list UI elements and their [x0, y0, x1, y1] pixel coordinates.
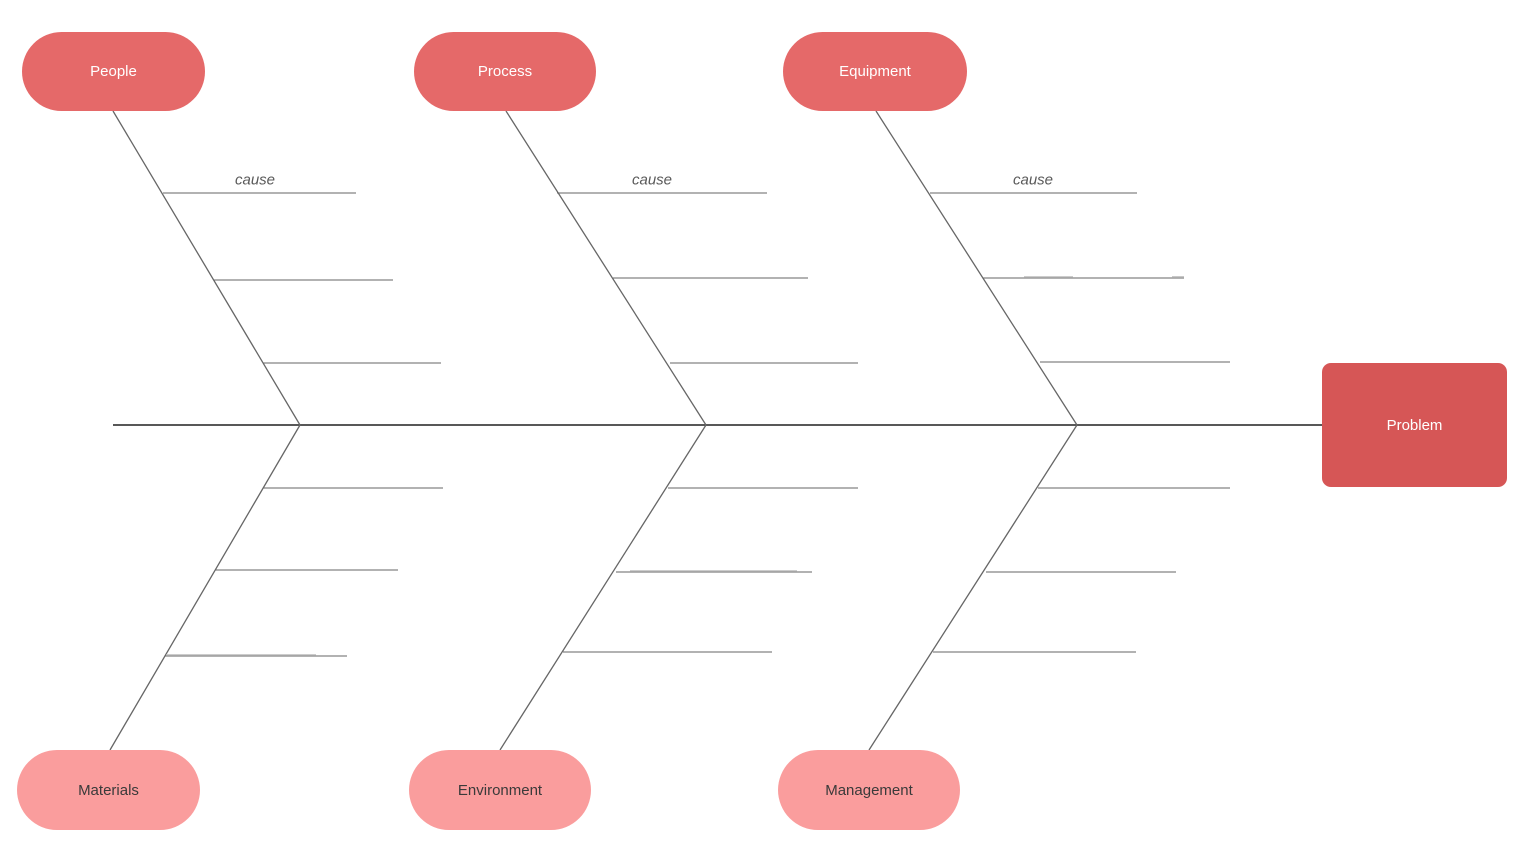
category-process[interactable]: Process: [414, 32, 596, 111]
category-environment[interactable]: Environment: [409, 750, 591, 830]
category-people[interactable]: People: [22, 32, 205, 111]
branch-line-process: [505, 110, 707, 426]
category-equipment[interactable]: Equipment: [783, 32, 967, 111]
cause-placeholder-people[interactable]: cause: [234, 171, 276, 189]
category-materials[interactable]: Materials: [17, 750, 200, 830]
category-label: Process: [477, 63, 533, 80]
category-label: People: [90, 63, 137, 80]
branch-line-management: [868, 424, 1078, 751]
cause-placeholder-process[interactable]: cause: [631, 171, 673, 189]
category-label: Environment: [457, 781, 543, 799]
category-management[interactable]: Management: [778, 750, 960, 830]
category-label: Equipment: [839, 63, 911, 80]
branch-line-equipment: [875, 110, 1078, 426]
branch-line-environment: [499, 424, 707, 751]
branch-line-people: [112, 110, 301, 426]
category-label: Management: [825, 781, 913, 799]
category-label: Materials: [78, 781, 139, 799]
problem-box[interactable]: Problem: [1322, 363, 1507, 487]
branch-line-materials: [109, 424, 301, 751]
cause-placeholder-equipment[interactable]: cause: [1012, 171, 1054, 189]
problem-label: Problem: [1386, 416, 1443, 434]
